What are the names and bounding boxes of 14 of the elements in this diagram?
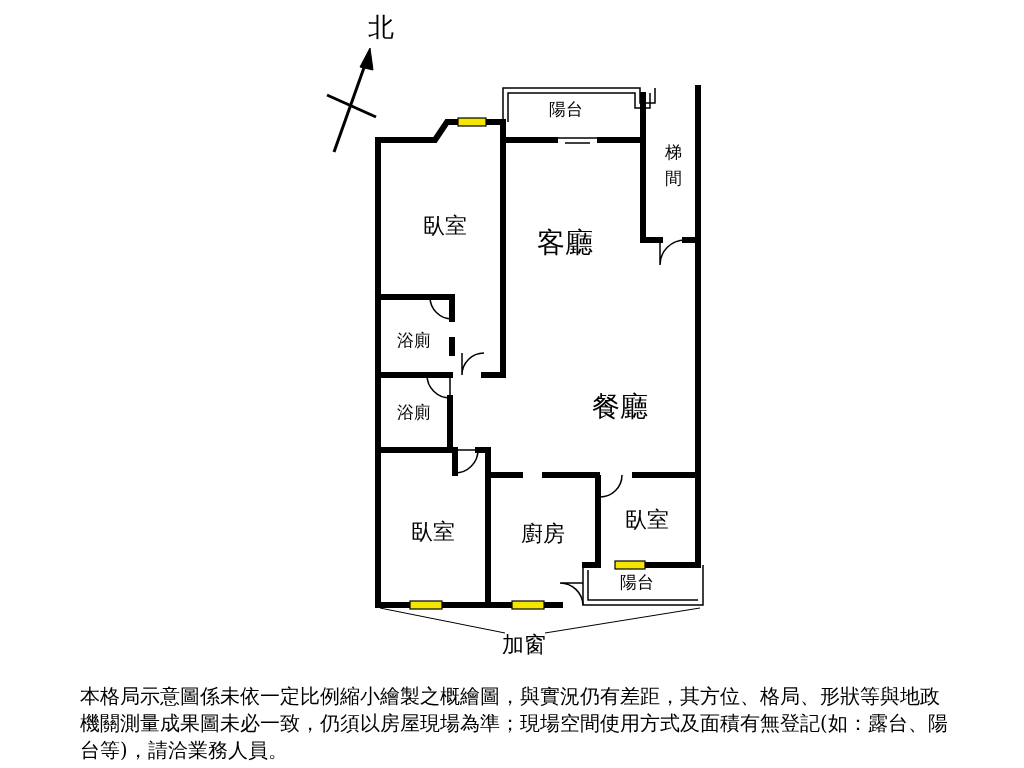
annotation-label: 加窗 xyxy=(502,632,546,658)
room-label: 陽台 xyxy=(620,573,654,593)
room-label: 陽台 xyxy=(549,100,583,120)
disclaimer-note: 本格局示意圖係未依一定比例縮小繪製之概繪圖，與實況仍有差距，其方位、格局、形狀等與地政機關測量成果圖未必一致，仍須以房屋現場為準；現場空間使用方式及面積有無登記(如：露台、陽台等)，請洽業務人員。 xyxy=(80,684,949,764)
room-label: 客廳 xyxy=(537,226,593,260)
room-label: 餐廳 xyxy=(592,390,648,424)
room-label: 臥室 xyxy=(423,213,467,239)
room-label: 臥室 xyxy=(411,519,455,545)
north-label: 北 xyxy=(368,13,394,43)
room-label: 臥室 xyxy=(625,507,669,533)
room-label: 浴廁 xyxy=(397,403,431,423)
room-label: 梯間 xyxy=(664,139,682,191)
room-label: 廚房 xyxy=(521,521,565,547)
room-label: 浴廁 xyxy=(397,331,431,351)
